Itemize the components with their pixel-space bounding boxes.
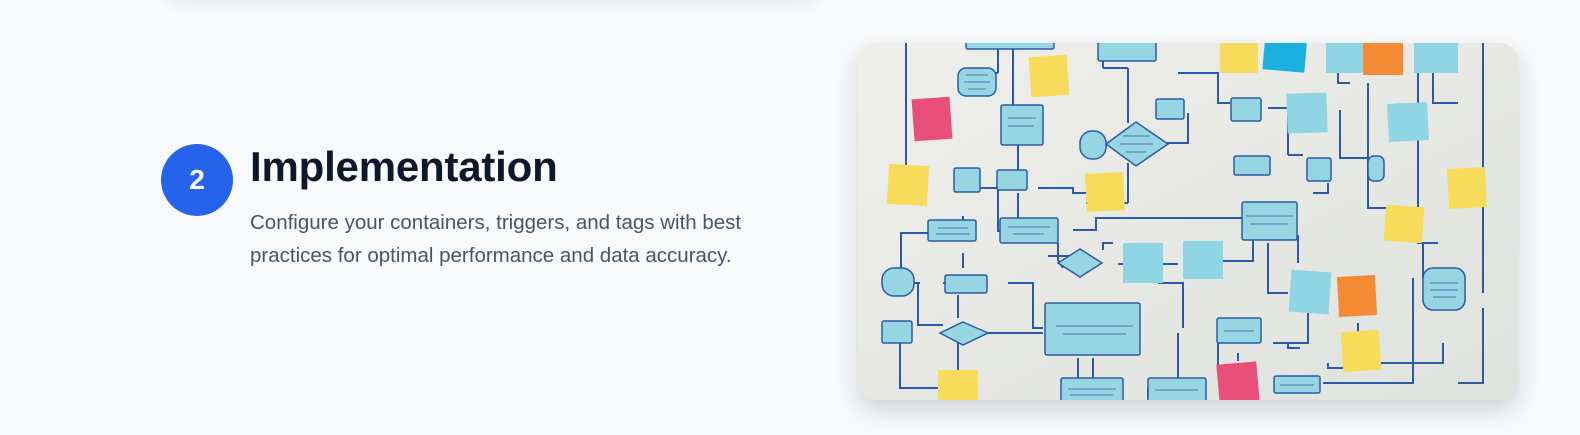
orange-notes [1336,43,1403,317]
yellow-notes [886,43,1488,400]
flowchart-photo [858,43,1518,400]
step-text: Implementation Configure your containers… [250,144,810,272]
step-description: Configure your containers, triggers, and… [250,211,742,267]
step-title: Implementation [250,143,558,190]
scribble-marks [936,74,1458,396]
flowchart-illustration [858,43,1518,400]
pink-notes [911,96,1260,400]
step-section: 2 Implementation Configure your containe… [161,144,810,272]
step-number-badge: 2 [161,144,233,216]
process-boxes [881,43,1466,400]
blue-cards [1123,43,1458,315]
